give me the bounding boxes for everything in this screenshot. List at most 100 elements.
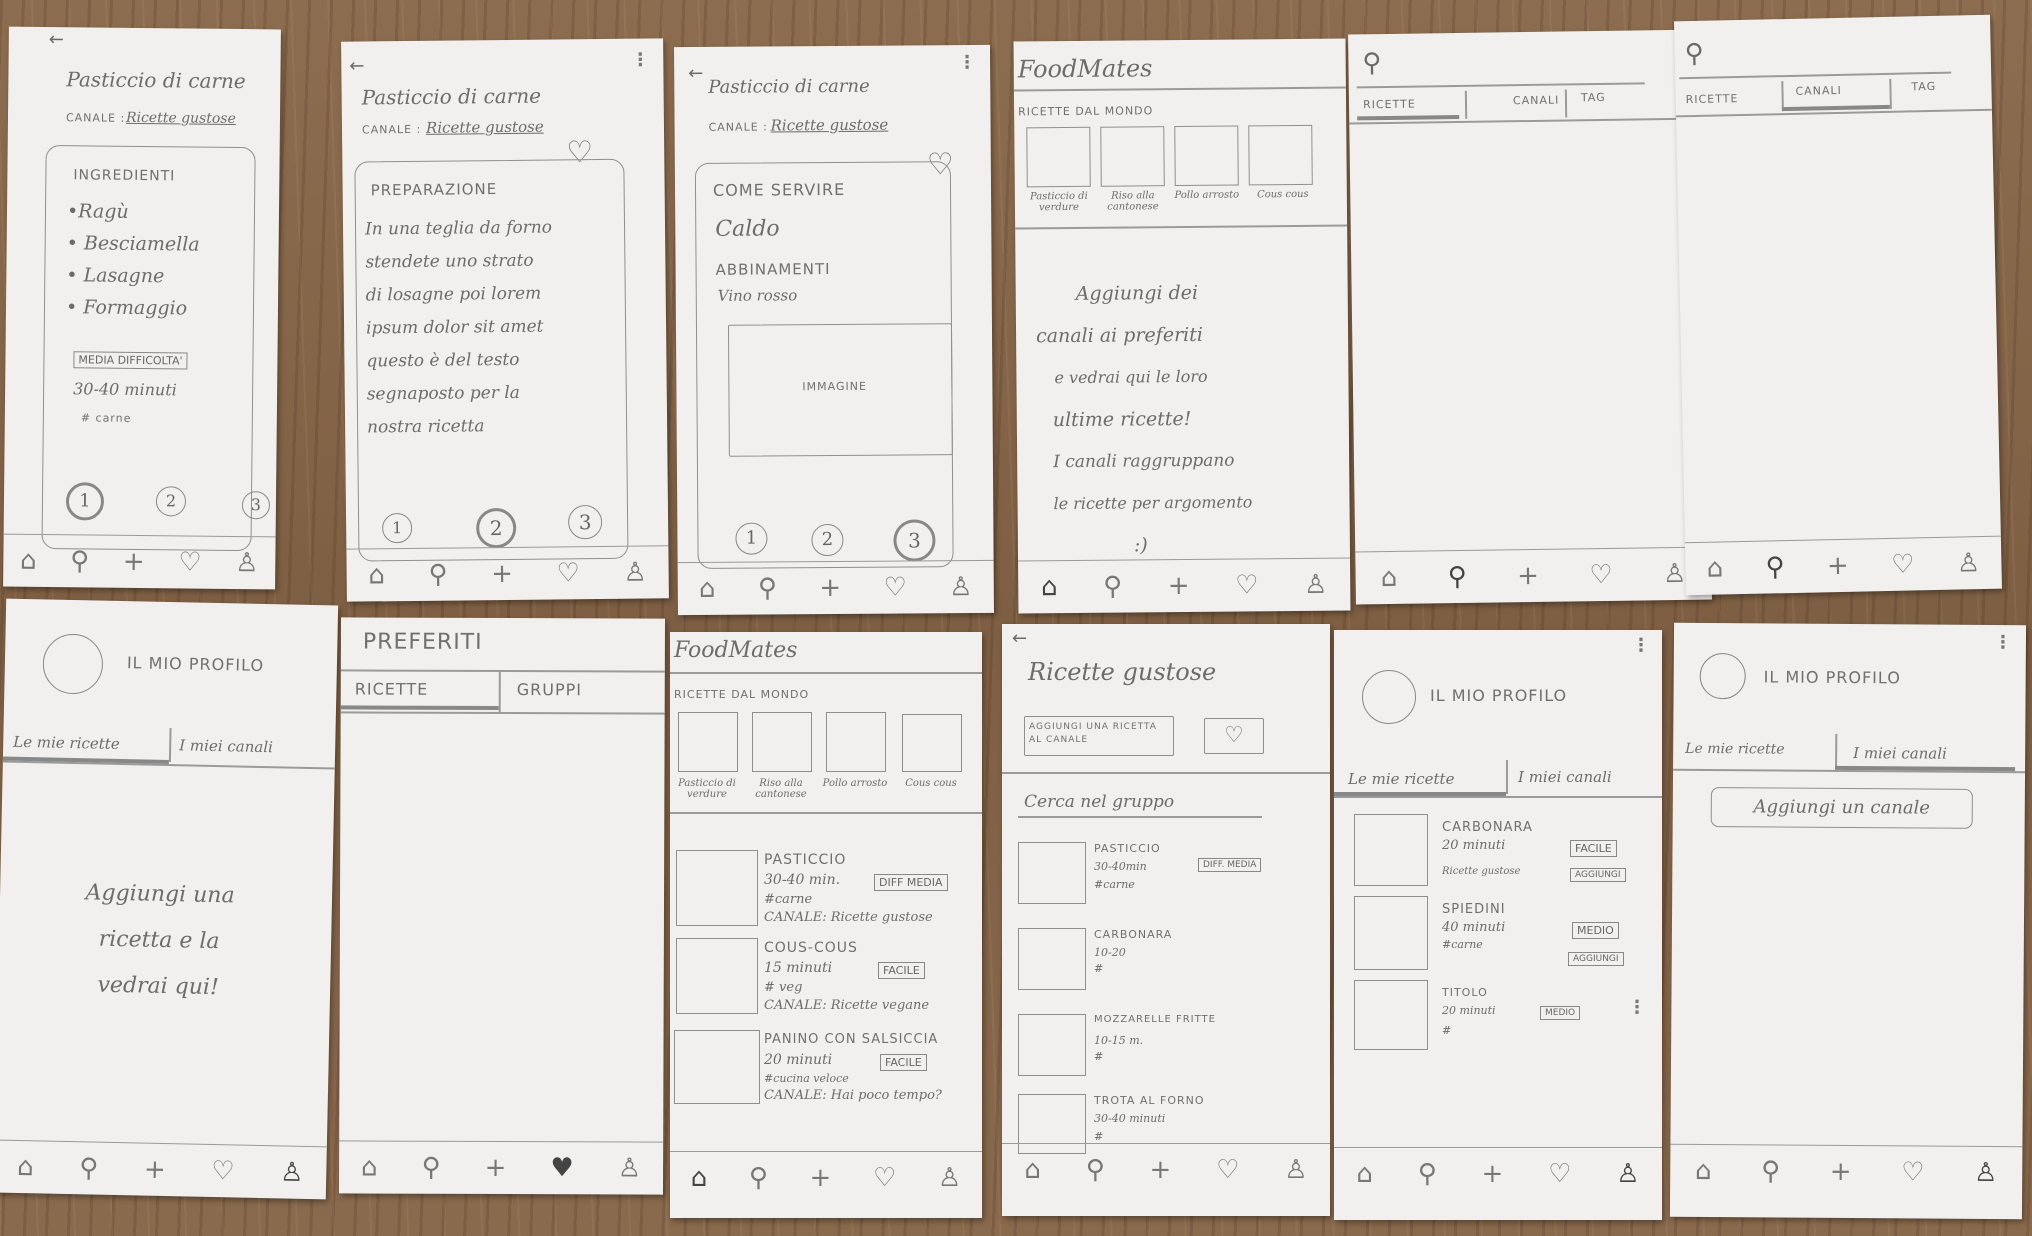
add-button[interactable]: AGGIUNGI [1570, 868, 1626, 882]
add-icon[interactable]: + [809, 1163, 832, 1193]
page-dot-3[interactable]: 3 [567, 504, 603, 540]
recipe-thumb[interactable] [1018, 928, 1086, 990]
profile-icon[interactable]: ♙ [1973, 1157, 1998, 1189]
home-icon[interactable]: ⌂ [1380, 562, 1398, 594]
recipe-channel[interactable]: CANALE: Hai poco tempo? [764, 1088, 942, 1103]
search-icon[interactable]: ⚲ [1761, 1156, 1781, 1187]
back-arrow-icon[interactable]: ← [688, 62, 704, 85]
heart-icon[interactable]: ♡ [1589, 559, 1613, 591]
tab-tag[interactable]: TAG [1580, 90, 1606, 105]
search-icon[interactable]: ⚲ [1447, 561, 1467, 593]
profile-icon[interactable]: ♙ [279, 1157, 304, 1188]
thumb-3[interactable] [1174, 125, 1239, 187]
add-icon[interactable]: + [819, 572, 842, 604]
channel-link[interactable]: Ricette gustose [770, 115, 889, 135]
thumb-1[interactable] [1026, 126, 1091, 188]
recipe-thumb[interactable] [1354, 980, 1428, 1050]
profile-icon[interactable]: ♙ [1284, 1155, 1308, 1185]
recipe-thumb[interactable] [676, 850, 758, 926]
home-icon[interactable]: ⌂ [368, 560, 386, 591]
tab-my-channels[interactable]: I miei canali [1518, 768, 1612, 786]
search-icon[interactable]: ⚲ [1417, 1159, 1437, 1189]
recipe-title[interactable]: TROTA AL FORNO [1094, 1094, 1205, 1107]
add-recipe-button[interactable]: AGGIUNGI UNA RICETTA AL CANALE [1024, 716, 1174, 756]
page-dot-2[interactable]: 2 [155, 486, 187, 517]
recipe-title[interactable]: MOZZARELLE FRITTE [1094, 1014, 1216, 1025]
search-icon[interactable]: ⚲ [757, 573, 778, 604]
home-icon[interactable]: ⌂ [361, 1152, 378, 1183]
thumb-3[interactable] [826, 712, 886, 772]
thumb-2[interactable] [752, 712, 812, 772]
heart-icon[interactable]: ♡ [1901, 1157, 1925, 1188]
page-dot-2[interactable]: 2 [811, 523, 844, 557]
heart-icon[interactable]: ♡ [1216, 1155, 1240, 1185]
tab-my-recipes[interactable]: Le mie ricette [1685, 740, 1785, 758]
menu-icon[interactable]: ⋮ [958, 52, 977, 74]
tab-ricette[interactable]: RICETTE [1685, 92, 1739, 107]
recipe-thumb[interactable] [1354, 814, 1428, 886]
recipe-channel[interactable]: CANALE: Ricette gustose [764, 910, 933, 925]
profile-icon[interactable]: ♙ [623, 557, 647, 588]
heart-icon[interactable]: ♡ [210, 1156, 235, 1187]
page-dot-1[interactable]: 1 [382, 512, 413, 544]
recipe-menu-icon[interactable]: ⋮ [1628, 997, 1646, 1018]
home-icon[interactable]: ⌂ [16, 1151, 34, 1183]
recipe-channel[interactable]: CANALE: Ricette vegane [764, 998, 930, 1013]
add-icon[interactable]: + [143, 1154, 166, 1186]
heart-icon[interactable]: ♡ [1890, 549, 1915, 580]
home-icon[interactable]: ⌂ [1040, 572, 1058, 603]
search-icon[interactable]: ⚲ [78, 1153, 99, 1184]
add-channel-button[interactable]: Aggiungi un canale [1710, 787, 1973, 829]
search-icon[interactable]: ⚲ [1362, 48, 1382, 79]
page-dot-1[interactable]: 1 [65, 482, 105, 521]
profile-icon[interactable]: ♙ [617, 1153, 642, 1184]
add-icon[interactable]: + [1149, 1155, 1172, 1185]
profile-icon[interactable]: ♙ [1616, 1159, 1640, 1189]
tab-ricette[interactable]: RICETTE [1362, 97, 1416, 112]
home-icon[interactable]: ⌂ [698, 573, 716, 604]
recipe-thumb[interactable] [1354, 896, 1428, 970]
back-arrow-icon[interactable]: ← [349, 55, 365, 77]
back-arrow-icon[interactable]: ← [1012, 628, 1028, 649]
search-input[interactable]: Cerca nel gruppo [1024, 792, 1175, 812]
recipe-title[interactable]: COUS-COUS [764, 940, 858, 956]
channel-link[interactable]: Ricette gustose [425, 117, 544, 137]
heart-icon[interactable]: ♡ [1548, 1159, 1572, 1189]
channel-link[interactable]: Ricette gustose [125, 109, 236, 127]
recipe-thumb[interactable] [1018, 1094, 1086, 1154]
recipe-title[interactable]: TITOLO [1442, 986, 1488, 999]
tab-tag[interactable]: TAG [1911, 79, 1937, 94]
profile-icon[interactable]: ♙ [937, 1163, 962, 1193]
menu-icon[interactable]: ⋮ [1632, 635, 1650, 656]
home-icon[interactable]: ⌂ [1694, 1155, 1712, 1187]
search-icon[interactable]: ⚲ [421, 1152, 441, 1183]
menu-icon[interactable]: ⋮ [631, 49, 650, 71]
add-icon[interactable]: + [484, 1152, 507, 1184]
heart-icon[interactable]: ♥ [550, 1153, 574, 1184]
tab-ricette[interactable]: RICETTE [354, 679, 429, 699]
home-icon[interactable]: ⌂ [690, 1163, 708, 1193]
home-icon[interactable]: ⌂ [19, 545, 37, 576]
back-arrow-icon[interactable]: ← [48, 29, 65, 51]
recipe-title[interactable]: CARBONARA [1442, 820, 1533, 835]
tab-gruppi[interactable]: GRUPPI [516, 680, 583, 700]
profile-icon[interactable]: ♙ [1303, 569, 1328, 600]
recipe-thumb[interactable] [1018, 842, 1086, 904]
add-icon[interactable]: + [1516, 560, 1540, 592]
add-icon[interactable]: + [491, 558, 514, 590]
home-icon[interactable]: ⌂ [1024, 1155, 1041, 1185]
recipe-thumb[interactable] [674, 1030, 760, 1104]
heart-icon[interactable]: ♡ [883, 572, 907, 603]
page-dot-3[interactable]: 3 [241, 491, 271, 520]
profile-icon[interactable]: ♙ [235, 547, 259, 579]
add-button[interactable]: AGGIUNGI [1568, 952, 1624, 966]
thumb-2[interactable] [1100, 126, 1165, 187]
heart-icon[interactable]: ♡ [1235, 570, 1259, 601]
add-icon[interactable]: + [1167, 570, 1190, 602]
home-icon[interactable]: ⌂ [1356, 1159, 1373, 1189]
page-dot-1[interactable]: 1 [735, 522, 768, 555]
tab-my-channels[interactable]: I miei canali [1853, 744, 1947, 763]
tab-my-channels[interactable]: I miei canali [179, 736, 274, 757]
page-dot-2[interactable]: 2 [475, 507, 517, 549]
tab-canali[interactable]: CANALI [1512, 93, 1560, 108]
